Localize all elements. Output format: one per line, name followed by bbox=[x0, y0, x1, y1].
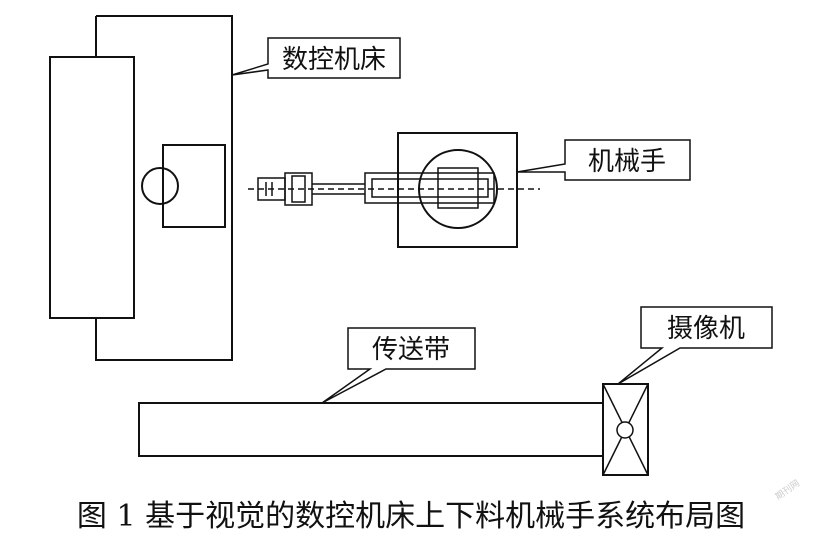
cnc-machine-chuck-housing bbox=[162, 144, 226, 228]
camera-body bbox=[602, 383, 649, 476]
camera-callout: 摄像机 bbox=[617, 306, 773, 385]
conveyor-label: 传送带 bbox=[372, 335, 450, 365]
conveyor-callout: 传送带 bbox=[321, 327, 476, 404]
robot-arm-boom bbox=[364, 172, 495, 204]
cnc-machine-chuck bbox=[141, 167, 179, 205]
cnc-machine-body bbox=[95, 15, 233, 361]
robot-arm-callout: 机械手 bbox=[516, 139, 691, 181]
cnc-machine bbox=[49, 15, 233, 361]
robot-arm-boom-inner bbox=[371, 178, 489, 198]
conveyor-belt bbox=[138, 402, 604, 457]
robot-arm bbox=[248, 132, 540, 248]
robot-arm-label: 机械手 bbox=[588, 147, 666, 177]
camera-label: 摄像机 bbox=[667, 314, 745, 344]
robot-arm-base bbox=[397, 132, 518, 248]
camera-lens bbox=[616, 421, 634, 439]
cnc-machine-callout: 数控机床 bbox=[231, 37, 401, 79]
figure-caption: 图 1 基于视觉的数控机床上下料机械手系统布局图 bbox=[76, 499, 746, 534]
cnc-machine-front-panel bbox=[49, 56, 135, 319]
robot-arm-joint bbox=[437, 167, 479, 209]
cnc-machine-label: 数控机床 bbox=[282, 45, 386, 75]
camera bbox=[602, 383, 649, 476]
